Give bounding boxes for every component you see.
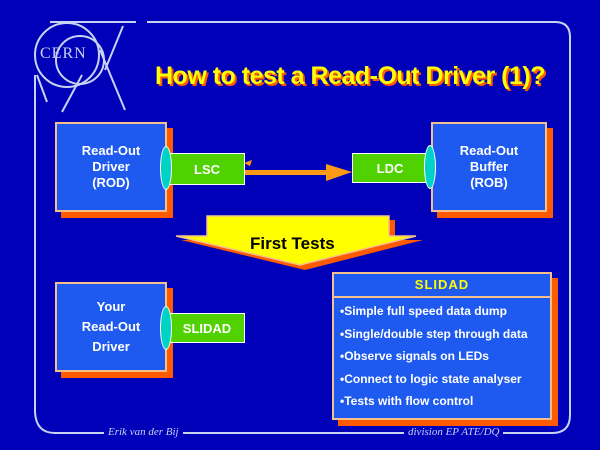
your-rod-box: Your Read-Out Driver — [55, 282, 167, 372]
rob-line-1: Read-Out — [459, 143, 519, 158]
slidad-panel-heading: SLIDAD — [334, 274, 550, 298]
cern-logo-text: CERN — [40, 45, 87, 62]
rod-line-1: Read-Out — [81, 143, 141, 158]
cern-logo-icon — [34, 21, 136, 113]
rod-box: Read-Out Driver (ROD) — [55, 122, 167, 212]
list-item: •Connect to logic state analyser — [340, 371, 522, 386]
rod-connector-icon — [160, 146, 172, 190]
data-flow-arrow — [244, 160, 352, 181]
rod-line-2: Driver — [92, 159, 130, 174]
lsc-box: LSC — [169, 153, 245, 185]
rob-box: Read-Out Buffer (ROB) — [431, 122, 547, 212]
first-tests-label: First Tests — [250, 234, 335, 253]
list-item: •Single/double step through data — [340, 326, 528, 341]
your-rod-line-3: Driver — [92, 339, 130, 354]
rob-line-2: Buffer — [469, 159, 509, 174]
slidad-panel: SLIDAD •Simple full speed data dump •Sin… — [332, 272, 552, 420]
first-tests-arrow — [175, 215, 423, 270]
ldc-box: LDC — [352, 153, 428, 183]
footer-division: division EP ATE/DQ — [404, 426, 504, 438]
list-item: •Simple full speed data dump — [340, 304, 507, 318]
slide-title: How to test a Read-Out Driver (1)? — [155, 62, 546, 90]
footer-author: Erik van der Bij — [104, 426, 183, 438]
slidad-box: SLIDAD — [169, 313, 245, 343]
rob-connector-icon — [424, 145, 436, 189]
list-item: •Tests with flow control — [340, 394, 474, 408]
list-item: •Observe signals on LEDs — [340, 349, 489, 363]
your-rod-line-1: Your — [96, 299, 126, 314]
your-rod-connector-icon — [160, 306, 172, 350]
your-rod-line-2: Read-Out — [81, 319, 141, 334]
rob-line-3: (ROB) — [470, 175, 508, 190]
frame-line — [34, 21, 571, 434]
rod-line-3: (ROD) — [92, 175, 130, 190]
